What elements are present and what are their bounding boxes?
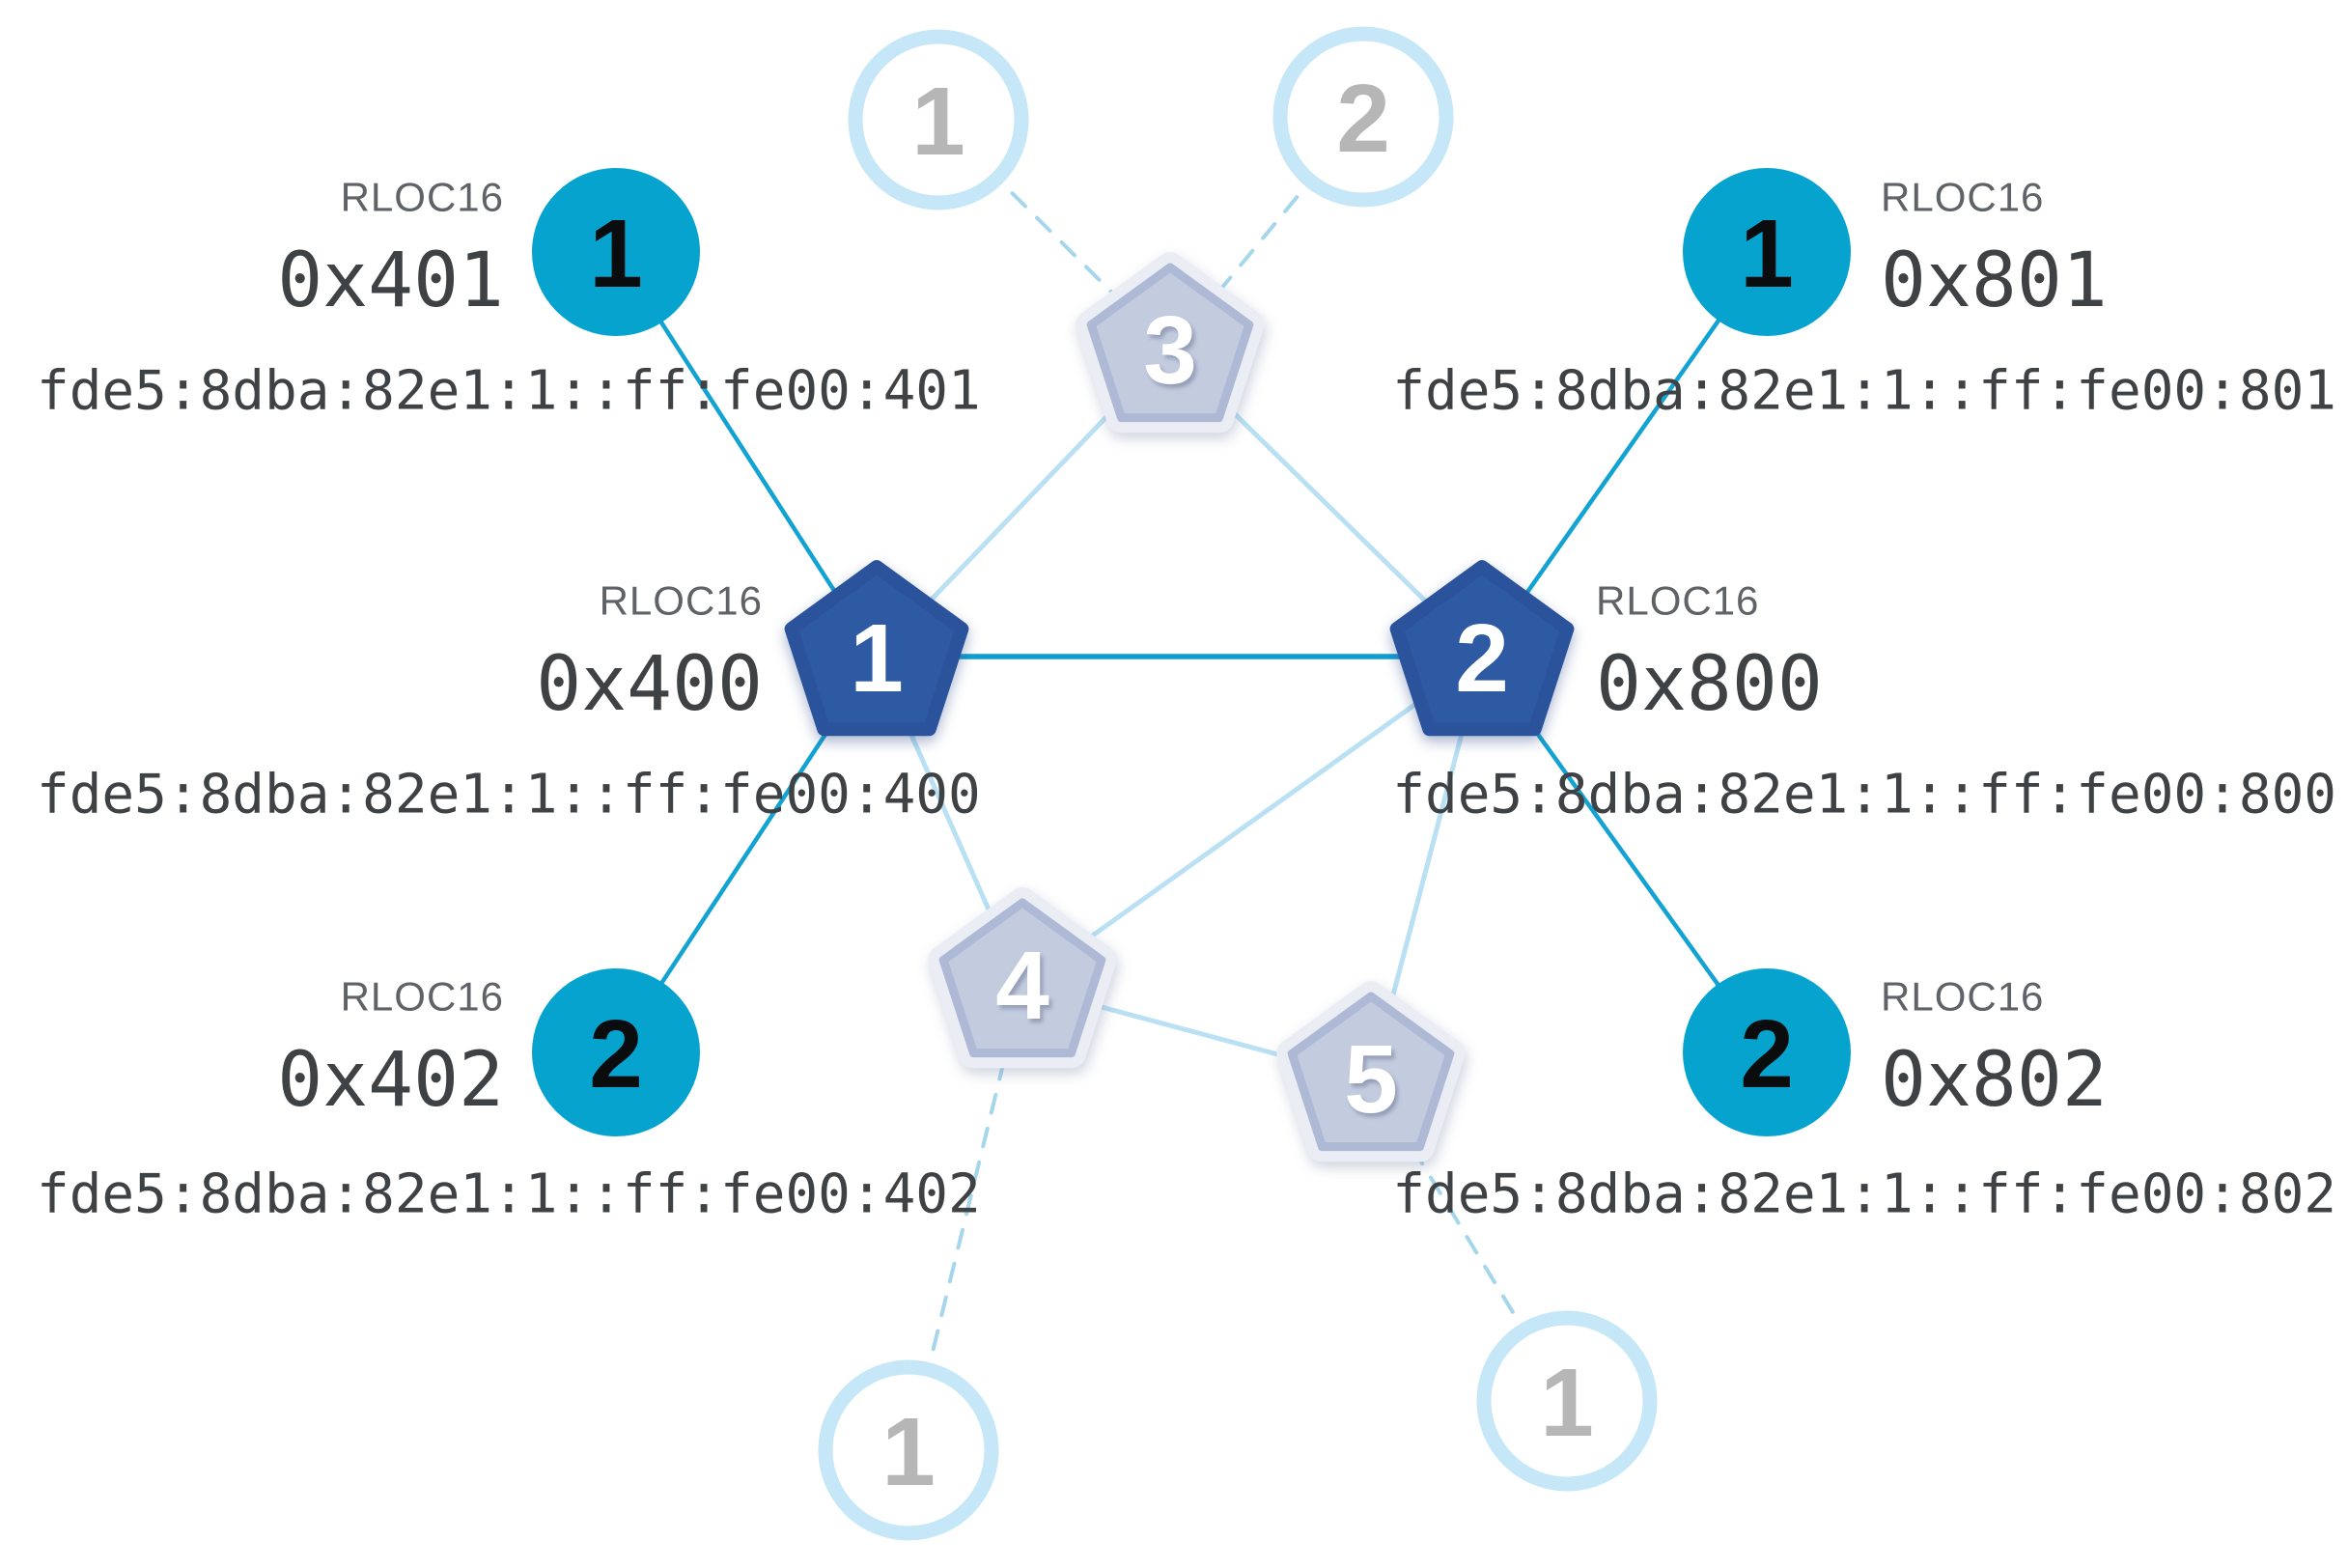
child-circle-child-401[interactable] <box>532 168 700 336</box>
child-number: 2 <box>1740 1000 1794 1108</box>
router-ghost-number: 4 <box>995 932 1049 1040</box>
ipv6-address-child-402: fde5:8dba:82e1:1::ff:fe00:402 <box>37 1163 981 1226</box>
node-router-2: 2 <box>1389 560 1575 737</box>
router-ghost-pentagon-4[interactable] <box>938 898 1106 1058</box>
child-ghost-number: 1 <box>911 68 965 176</box>
rloc16-title-router-2: RLOC16 <box>1596 578 1759 624</box>
child-number: 2 <box>589 1000 643 1108</box>
router-number: 2 <box>1455 604 1509 713</box>
ipv6-address-child-802: fde5:8dba:82e1:1::ff:fe00:802 <box>1392 1163 2336 1226</box>
router-pentagon-1[interactable] <box>784 560 969 737</box>
router-ghost-pentagon-3[interactable] <box>1086 263 1254 423</box>
node-child-402: 2 <box>532 968 700 1136</box>
rloc16-value-router-2: 0x800 <box>1596 641 1823 728</box>
node-router-3: 3 <box>1076 252 1265 434</box>
ipv6-address-child-801: fde5:8dba:82e1:1::ff:fe00:801 <box>1392 360 2336 423</box>
rloc16-value-router-1: 0x400 <box>536 641 763 728</box>
rloc16-value-child-401: 0x401 <box>277 238 504 324</box>
rloc16-value-child-802: 0x802 <box>1881 1037 2108 1124</box>
child-number: 1 <box>1740 200 1794 308</box>
node-child-ghost-bottom-2: 1 <box>1476 1310 1658 1492</box>
node-child-801: 1 <box>1683 168 1851 336</box>
child-ghost-number: 1 <box>1540 1349 1594 1457</box>
router-ghost-number: 3 <box>1143 296 1197 405</box>
router-ghost-pentagon-5[interactable] <box>1287 992 1455 1152</box>
node-router-4: 4 <box>928 887 1117 1069</box>
rloc16-title-child-802: RLOC16 <box>1881 974 2044 1020</box>
rloc16-title-router-1: RLOC16 <box>600 578 763 624</box>
router-number: 1 <box>850 604 904 713</box>
child-number: 1 <box>589 200 643 308</box>
child-ghost-number: 1 <box>881 1398 936 1506</box>
child-ghost-circle[interactable] <box>818 1359 999 1541</box>
labels-layer: RLOC160x400fde5:8dba:82e1:1::ff:fe00:400… <box>37 175 2336 1226</box>
rloc16-title-child-401: RLOC16 <box>341 175 504 220</box>
rloc16-title-child-402: RLOC16 <box>341 974 504 1020</box>
node-child-ghost-top-2: 2 <box>1272 26 1454 208</box>
ipv6-address-router-2: fde5:8dba:82e1:1::ff:fe00:800 <box>1392 764 2336 826</box>
rloc16-value-child-402: 0x402 <box>277 1037 504 1124</box>
node-router-5: 5 <box>1276 981 1466 1162</box>
node-child-401: 1 <box>532 168 700 336</box>
router-pentagon-2[interactable] <box>1389 560 1575 737</box>
ipv6-address-router-1: fde5:8dba:82e1:1::ff:fe00:400 <box>37 764 981 826</box>
child-circle-child-801[interactable] <box>1683 168 1851 336</box>
child-ghost-circle[interactable] <box>1476 1310 1658 1492</box>
nodes-layer: 1 2 3 4 5 1 1 2 2 1 2 1 1 <box>532 26 1851 1541</box>
child-ghost-circle[interactable] <box>1272 26 1454 208</box>
child-ghost-circle[interactable] <box>848 29 1029 210</box>
child-circle-child-402[interactable] <box>532 968 700 1136</box>
router-ghost-number: 5 <box>1344 1025 1398 1134</box>
node-child-ghost-bottom-1: 1 <box>818 1359 999 1541</box>
rloc16-title-child-801: RLOC16 <box>1881 175 2044 220</box>
child-circle-child-802[interactable] <box>1683 968 1851 1136</box>
child-ghost-number: 2 <box>1336 65 1390 173</box>
node-child-802: 2 <box>1683 968 1851 1136</box>
rloc16-value-child-801: 0x801 <box>1881 238 2108 324</box>
node-router-1: 1 <box>784 560 969 737</box>
link-router-2-router-4 <box>1020 654 1485 989</box>
ipv6-address-child-401: fde5:8dba:82e1:1::ff:fe00:401 <box>37 360 981 423</box>
node-child-ghost-top-1: 1 <box>848 29 1029 210</box>
